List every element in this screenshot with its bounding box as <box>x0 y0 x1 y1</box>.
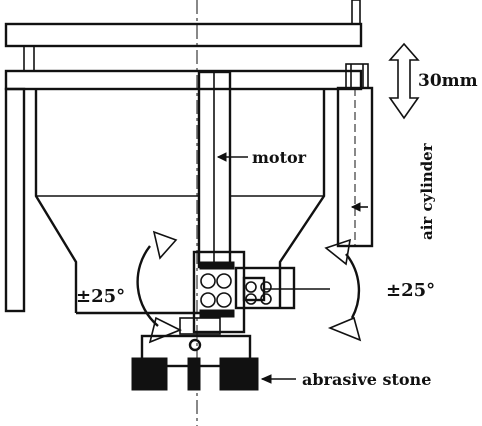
motor-leader-head <box>216 152 227 162</box>
bearing-circle-4 <box>216 292 232 308</box>
air-cylinder <box>336 63 374 248</box>
pivot-bolt-4 <box>260 293 272 305</box>
bearing-circle-3 <box>200 292 216 308</box>
pivot-bolt-1 <box>245 281 257 293</box>
left-rotation-arrow <box>136 230 182 344</box>
stone-right <box>219 357 259 391</box>
holder-screw <box>188 338 202 352</box>
bearing-circle-1 <box>200 273 216 289</box>
cylinder-label: air cylinder <box>418 142 436 240</box>
stone-leader-head <box>260 374 272 384</box>
bearing-circle-2 <box>216 273 232 289</box>
leaders <box>216 152 368 384</box>
top-frame <box>4 0 363 313</box>
right-upright <box>351 0 361 25</box>
housing-left-wall <box>34 89 78 313</box>
lower-frame-bar <box>4 69 363 91</box>
left-arc-head-top <box>152 230 178 260</box>
spindle-collar <box>179 317 221 335</box>
left-column <box>4 87 26 313</box>
right-arc <box>345 253 361 319</box>
stone-left <box>131 357 168 391</box>
stroke-label: 30mm <box>418 71 478 91</box>
right-angle-label: ±25° <box>386 280 435 301</box>
right-arc-head-top <box>324 238 352 266</box>
stroke-double-arrow <box>388 42 420 120</box>
bearing-block-bottom <box>199 309 235 318</box>
motor-label: motor <box>252 148 307 167</box>
stone-assembly <box>131 334 259 391</box>
pivot-bolt-3 <box>245 293 257 305</box>
left-arc <box>136 245 159 327</box>
pivot-housing <box>234 266 296 310</box>
cylinder-leader-head <box>350 202 361 212</box>
right-arc-head-bottom <box>327 316 362 342</box>
left-angle-label: ±25° <box>76 286 125 307</box>
left-arc-head-bottom <box>148 316 182 344</box>
stroke-arrow <box>388 42 420 120</box>
gear-assembly <box>179 250 330 335</box>
stone-center <box>187 357 201 391</box>
upper-frame-bar <box>4 22 363 48</box>
bearing-block-top <box>199 261 235 270</box>
pivot-bolt-2 <box>260 281 272 293</box>
housing <box>34 89 326 315</box>
housing-right-wall <box>278 89 326 308</box>
right-rotation-arrow <box>324 238 362 342</box>
motor-shaft <box>197 70 232 269</box>
stone-label: abrasive stone <box>302 370 431 389</box>
cylinder-rod-end <box>345 63 369 89</box>
